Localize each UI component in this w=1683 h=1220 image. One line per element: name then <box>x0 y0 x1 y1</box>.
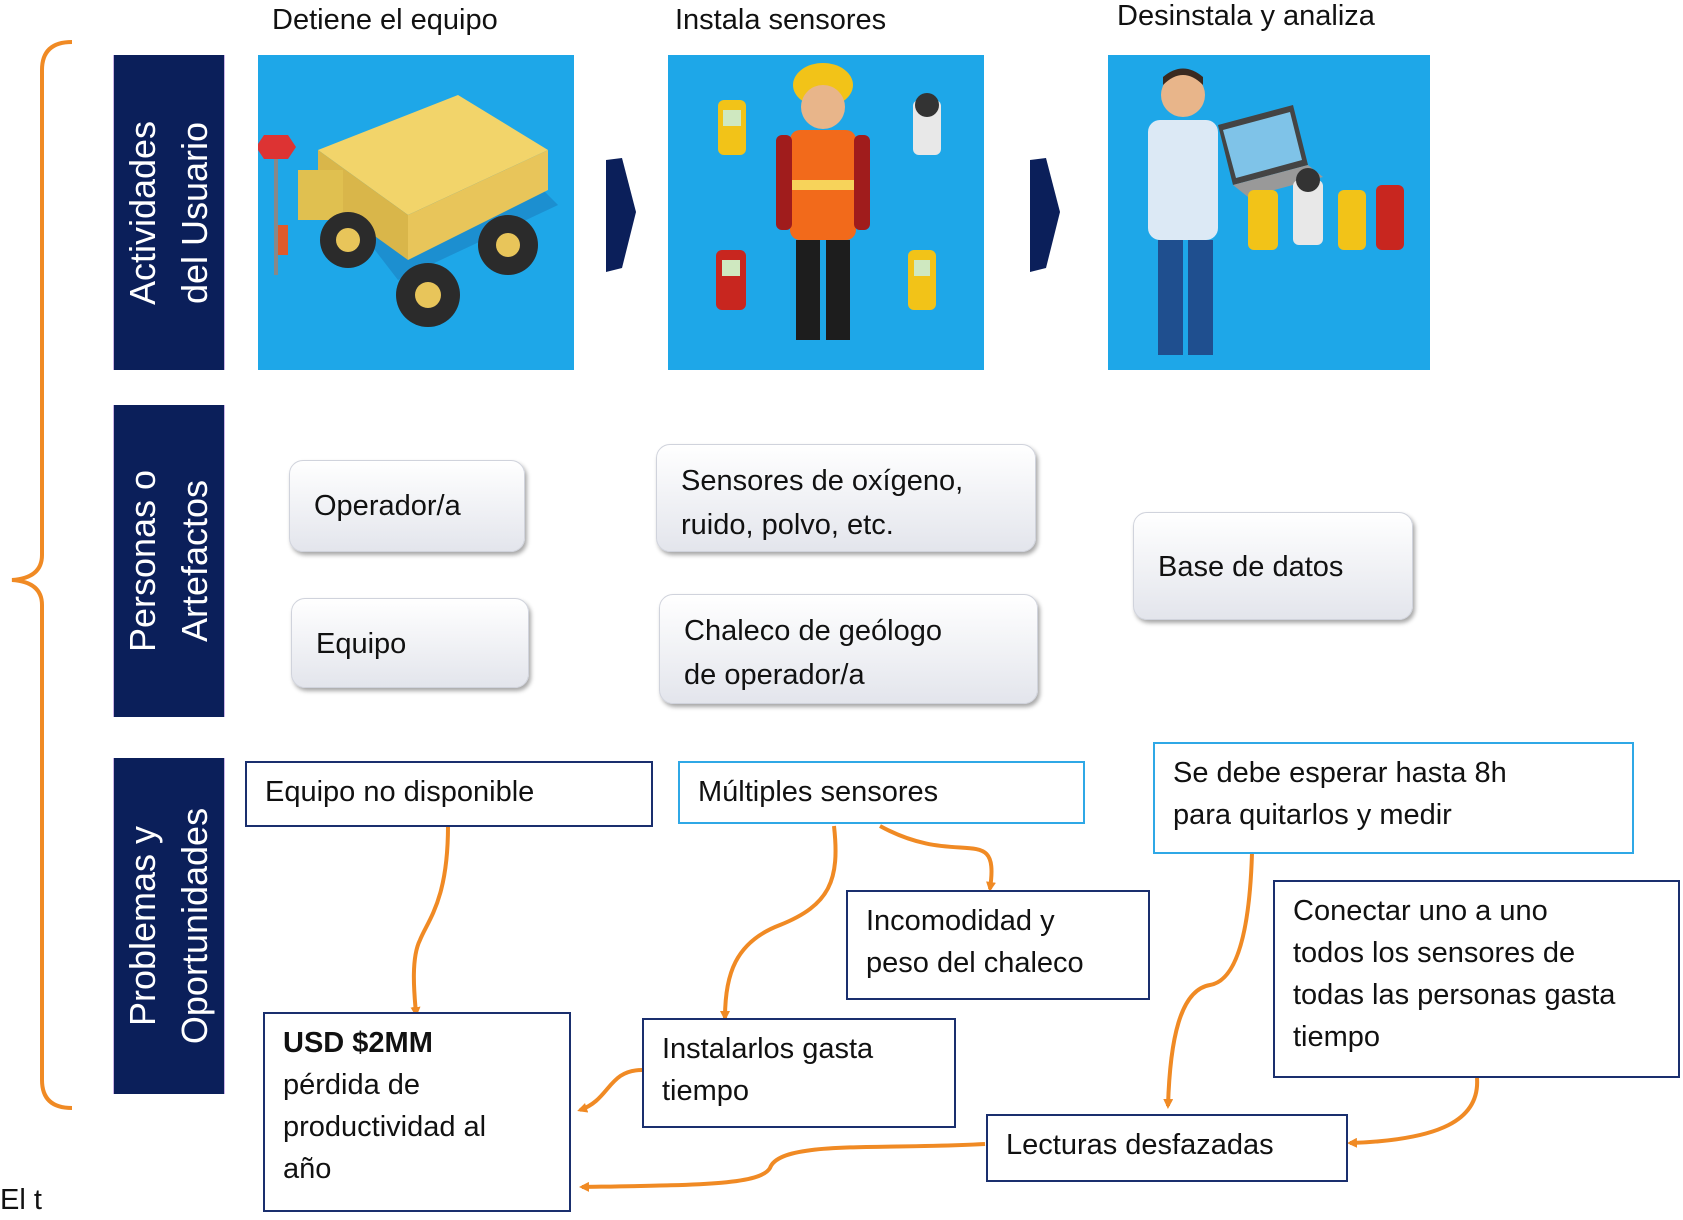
artifact-base-datos: Base de datos <box>1133 512 1413 620</box>
analyst-laptop-illustration <box>1108 55 1430 370</box>
left-brace <box>11 40 73 1110</box>
step-title-install: Instala sensores <box>675 4 887 36</box>
arrow-instalar-to-loss <box>577 1068 643 1113</box>
problem-lecturas-desfazadas: Lecturas desfazadas <box>986 1114 1348 1182</box>
arrow-conectar-to-lecturas <box>1347 1077 1480 1148</box>
analyst-laptop-icon <box>1148 68 1404 355</box>
chevron-arrow-icon <box>606 158 636 272</box>
dump-truck-illustration <box>258 55 574 370</box>
dump-truck-icon <box>258 95 558 327</box>
problem-multiples-sensores: Múltiples sensores <box>678 761 1085 824</box>
artifact-operador: Operador/a <box>289 460 525 552</box>
worker-sensors-icon <box>716 63 941 340</box>
step-title-stop: Detiene el equipo <box>272 4 498 36</box>
arrow-esperar-to-lecturas <box>1163 852 1254 1109</box>
worker-sensors-illustration <box>668 55 984 370</box>
arrow-no-disponible-to-loss <box>410 825 450 1017</box>
arrow-lecturas-to-loss <box>579 1142 986 1192</box>
artifact-equipo: Equipo <box>291 598 529 688</box>
arrow-multiples-to-incomodidad <box>879 824 996 892</box>
footer-text-fragment: El t <box>0 1184 42 1216</box>
chevron-arrow-icon <box>1030 158 1060 272</box>
problem-equipo-no-disponible: Equipo no disponible <box>245 761 653 827</box>
artifact-sensores: Sensores de oxígeno,ruido, polvo, etc. <box>656 444 1036 552</box>
step-title-analyze: Desinstala y analiza <box>1117 0 1375 32</box>
arrow-multiples-to-instalar <box>720 825 838 1021</box>
